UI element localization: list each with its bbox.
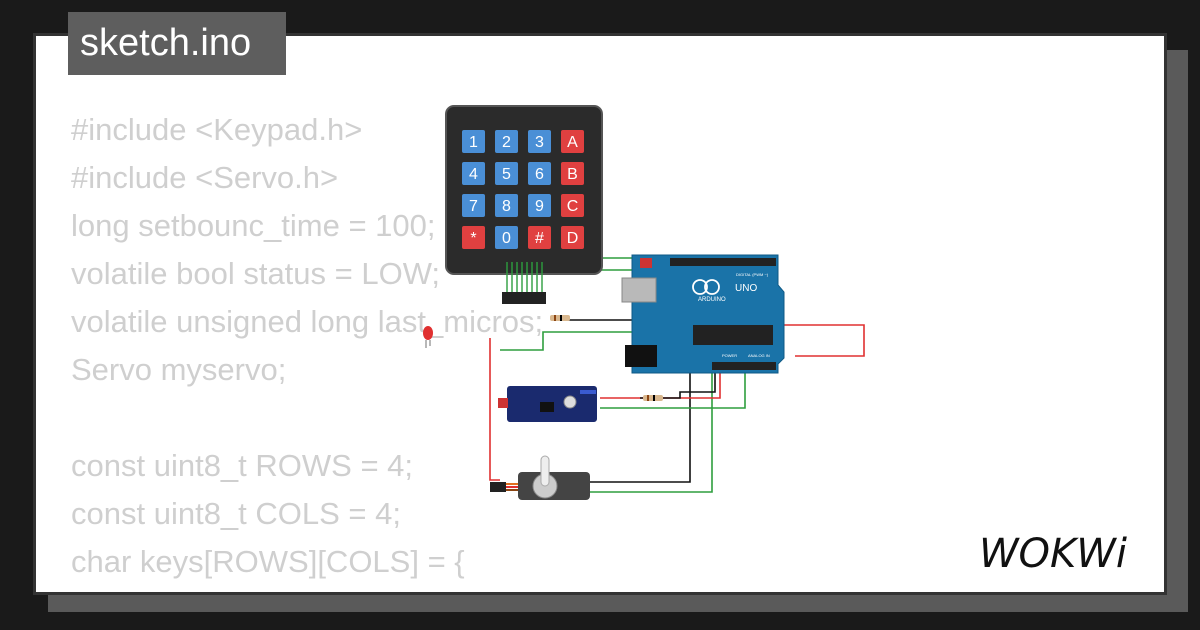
keypad-key[interactable] — [495, 162, 518, 185]
resistor[interactable] — [550, 315, 570, 321]
code-line: Servo myservo; — [71, 352, 287, 387]
sensor-module[interactable] — [498, 386, 597, 422]
reset-button[interactable] — [640, 258, 652, 268]
board-brand: ARDUINO — [698, 297, 726, 303]
code-line: #include <Servo.h> — [71, 160, 339, 195]
keypad-key-label: 9 — [535, 198, 544, 215]
code-line: volatile bool status = LOW; — [71, 256, 441, 291]
code-line: char keys[ROWS][COLS] = { — [71, 544, 465, 579]
code-line: #include <Keypad.h> — [71, 112, 363, 147]
code-line: volatile unsigned long last_micros; — [71, 304, 544, 339]
arduino-logo-icon — [692, 279, 708, 295]
wire — [565, 319, 691, 483]
wire — [600, 370, 721, 399]
code-line: const uint8_t ROWS = 4; — [71, 448, 414, 483]
filename-badge: sketch.ino — [68, 12, 286, 75]
keypad-key[interactable] — [528, 162, 551, 185]
wokwi-logo: WOKWi — [979, 531, 1127, 577]
atmega-chip — [693, 325, 773, 345]
code-background: #include <Keypad.h> #include <Servo.h> l… — [71, 106, 544, 592]
keypad-key[interactable] — [561, 162, 584, 185]
keypad-key-label: 4 — [469, 166, 478, 183]
resistor[interactable] — [643, 395, 663, 401]
keypad-key-label: 1 — [469, 134, 478, 151]
keypad-key-label: A — [567, 134, 578, 151]
keypad-key-label: # — [535, 230, 544, 247]
keypad-key-label: * — [470, 230, 476, 247]
keypad-key[interactable] — [561, 194, 584, 217]
keypad-key-label: 0 — [502, 230, 511, 247]
keypad-key-label: 5 — [502, 166, 511, 183]
keypad-key[interactable] — [561, 226, 584, 249]
analog-label: ANALOG IN — [748, 353, 770, 358]
arduino-uno[interactable]: UNO ARDUINO DIGITAL (PWM ~) POWER ANALOG… — [621, 254, 785, 374]
keypad-key-label: C — [567, 198, 579, 215]
keypad-key[interactable] — [528, 130, 551, 153]
keypad-key[interactable] — [462, 194, 485, 217]
keypad-key-label: 6 — [535, 166, 544, 183]
wire — [600, 370, 746, 409]
code-line: const uint8_t COLS = 4; — [71, 496, 401, 531]
wire — [640, 370, 716, 399]
keypad-key-label: 8 — [502, 198, 511, 215]
keypad-key[interactable] — [462, 226, 485, 249]
usb-port — [621, 277, 657, 303]
keypad-key-label: 3 — [535, 134, 544, 151]
code-line: long setbounc_time = 100; — [71, 208, 436, 243]
wire — [489, 338, 500, 481]
keypad-key-label: D — [567, 230, 579, 247]
keypad-key[interactable] — [561, 130, 584, 153]
keypad-key-label: 2 — [502, 134, 511, 151]
analog-header — [712, 362, 776, 370]
keypad-key[interactable] — [495, 130, 518, 153]
keypad-key[interactable] — [495, 226, 518, 249]
digital-label: DIGITAL (PWM ~) — [736, 272, 769, 277]
red-led[interactable] — [423, 326, 433, 348]
power-jack — [625, 345, 657, 367]
keypad-connector — [502, 292, 546, 304]
keypad-key[interactable] — [495, 194, 518, 217]
logo-text: WOKWi — [979, 531, 1127, 577]
keypad-key-label: 7 — [469, 198, 478, 215]
servo-motor[interactable] — [490, 455, 590, 500]
keypad-key[interactable] — [462, 162, 485, 185]
keypad[interactable]: 1 2 3 A 4 5 6 B 7 8 9 C * 0 # D — [445, 105, 603, 304]
digital-header — [670, 258, 776, 266]
keypad-key[interactable] — [462, 130, 485, 153]
keypad-key[interactable] — [528, 194, 551, 217]
power-label: POWER — [722, 353, 737, 358]
board-model: UNO — [735, 283, 757, 294]
keypad-key[interactable] — [528, 226, 551, 249]
wire — [500, 331, 700, 351]
keypad-key-label: B — [567, 166, 578, 183]
